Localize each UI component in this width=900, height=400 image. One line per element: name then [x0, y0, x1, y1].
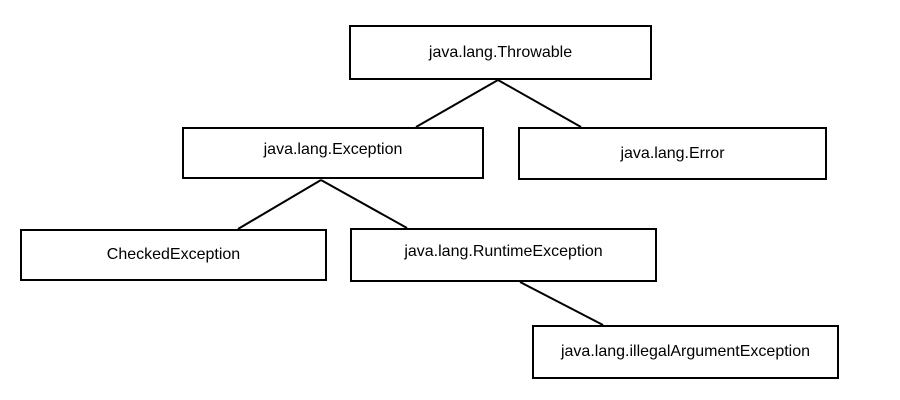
- node-exception: java.lang.Exception: [182, 127, 484, 179]
- edge-throwable-exception: [415, 79, 499, 128]
- edge-exception-checked: [237, 179, 322, 230]
- node-illegal-argument-exception-label: java.lang.illegalArgumentException: [560, 343, 811, 360]
- node-throwable-label: java.lang.Throwable: [428, 43, 573, 61]
- node-runtime-exception-label: java.lang.RuntimeException: [404, 243, 603, 260]
- node-exception-label: java.lang.Exception: [263, 141, 403, 158]
- edge-runtime-illegal: [519, 281, 604, 326]
- node-illegal-argument-exception: java.lang.illegalArgumentException: [532, 325, 839, 379]
- edge-exception-runtime: [320, 179, 408, 229]
- edge-throwable-error: [497, 79, 582, 128]
- node-error: java.lang.Error: [518, 127, 827, 180]
- node-runtime-exception: java.lang.RuntimeException: [350, 228, 657, 282]
- node-checked-exception: CheckedException: [20, 229, 327, 281]
- node-throwable: java.lang.Throwable: [349, 25, 652, 80]
- node-checked-exception-label: CheckedException: [106, 246, 241, 263]
- node-error-label: java.lang.Error: [620, 144, 725, 162]
